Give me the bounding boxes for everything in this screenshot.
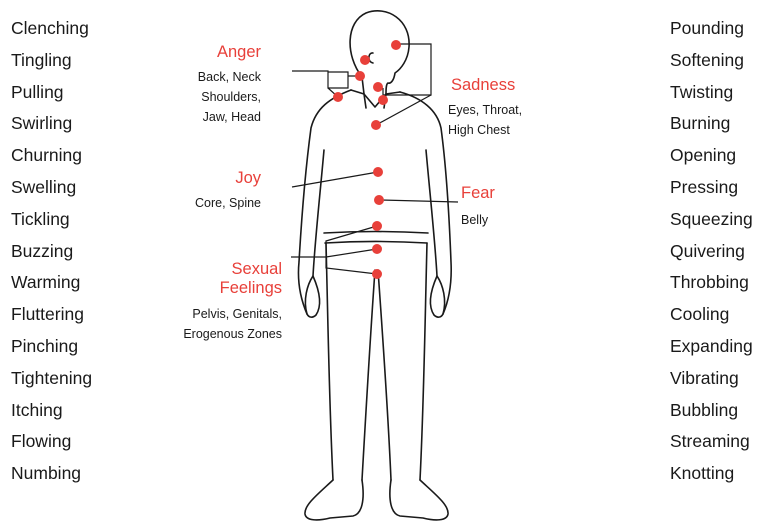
sadness-label: Sadness [451,76,515,95]
anger-label: Anger [190,43,261,62]
sexual-feelings-label: Sexual Feelings [180,260,282,298]
anger-title: Anger [217,43,261,61]
dot-back-neck [355,71,365,81]
dot-belly [374,195,384,205]
sadness-connector-upper [383,44,431,95]
figure-leg-left [326,243,375,480]
dot-shoulder [333,92,343,102]
sexual-body-parts: Pelvis, Genitals, Erogenous Zones [150,304,282,344]
joy-title: Joy [235,169,261,187]
dot-genitals [372,269,382,279]
sexual-title-line-0: Sexual [180,260,282,279]
anger-part-1: Shoulders, [170,87,261,107]
joy-body-parts: Core, Spine [160,193,261,213]
fear-connector [380,200,458,202]
sexual-title-line-1: Feelings [180,279,282,298]
joy-part-0: Core, Spine [160,193,261,213]
emotion-dots [333,40,401,279]
figure-belt [324,232,428,234]
joy-label: Joy [190,169,261,188]
anger-connector [292,71,360,97]
figure-shoe-left [305,480,363,520]
dot-eyes-cheek [378,95,388,105]
dot-jaw [360,55,370,65]
sadness-title: Sadness [451,76,515,94]
dot-core [373,167,383,177]
figure-leg-right [378,243,427,480]
fear-body-parts: Belly [461,210,488,230]
dot-pelvis [372,244,382,254]
fear-title: Fear [461,184,495,202]
sexual-part-1: Erogenous Zones [150,324,282,344]
figure-hand-left [305,276,319,317]
fear-part-0: Belly [461,210,488,230]
dot-throat [373,82,383,92]
figure-shoe-right [390,480,448,520]
sadness-part-0: Eyes, Throat, [448,100,522,120]
sadness-part-1: High Chest [448,120,522,140]
anger-body-parts: Back, Neck Shoulders, Jaw, Head [170,67,261,127]
figure-hand-right [430,276,444,317]
dot-high-chest [371,120,381,130]
dot-head [391,40,401,50]
sadness-body-parts: Eyes, Throat, High Chest [448,100,522,140]
figure-head [350,11,409,94]
dot-pelvis-upper [372,221,382,231]
anger-part-2: Jaw, Head [170,107,261,127]
anger-part-0: Back, Neck [170,67,261,87]
sexual-part-0: Pelvis, Genitals, [150,304,282,324]
figure-torso-left [298,90,351,314]
figure-collar [351,90,400,107]
fear-label: Fear [461,184,495,203]
